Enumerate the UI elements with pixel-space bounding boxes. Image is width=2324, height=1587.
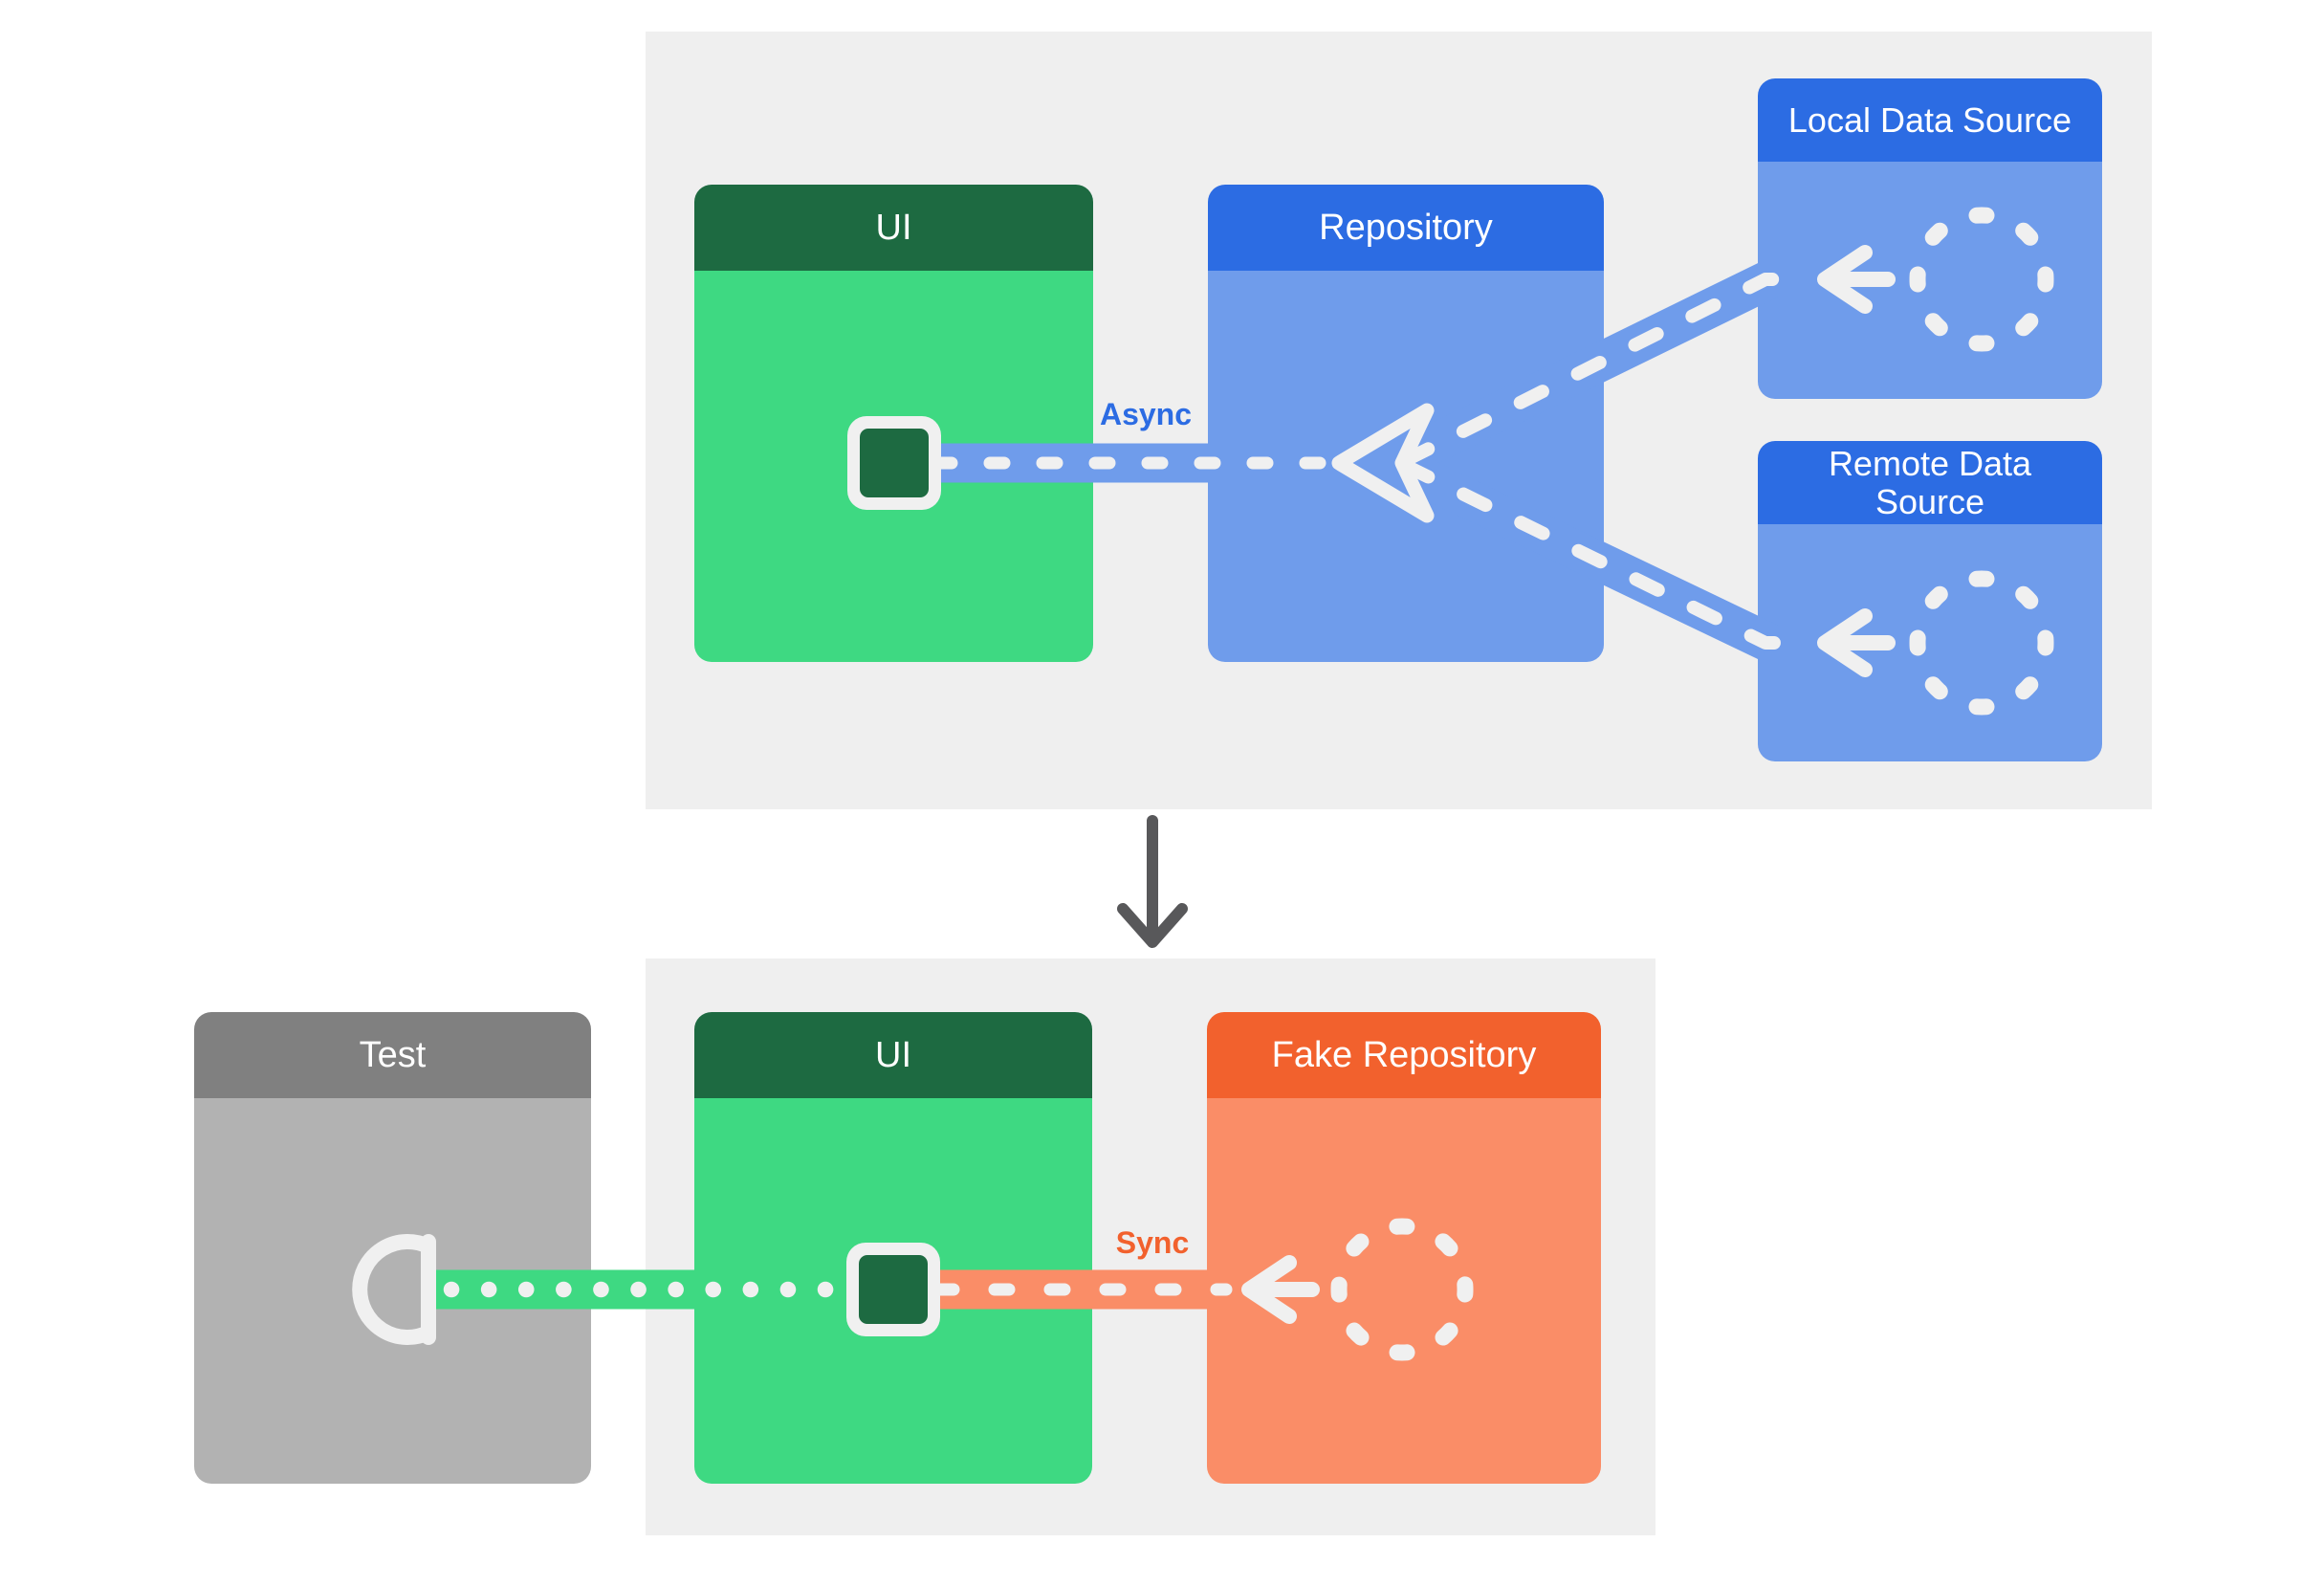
local-data-source-header: Local Data Source [1758, 78, 2102, 162]
ui-box-bottom-header: UI [694, 1012, 1092, 1098]
sync-label: Sync [1115, 1225, 1190, 1260]
remote-data-source-box: Remote Data Source [1758, 441, 2102, 761]
ui-box-top-header: UI [694, 185, 1093, 271]
repository-box: Repository [1208, 185, 1604, 662]
local-data-source-title: Local Data Source [1787, 99, 2072, 140]
ui-box-top-title: UI [875, 208, 912, 248]
ui-box-bottom: UI [694, 1012, 1092, 1484]
fake-repository-body [1207, 1098, 1601, 1484]
remote-data-source-body [1758, 524, 2102, 761]
test-box: Test [194, 1012, 591, 1484]
repository-box-body [1208, 271, 1604, 662]
repository-box-header: Repository [1208, 185, 1604, 271]
fake-repository-title: Fake Repository [1271, 1035, 1537, 1075]
test-box-body [194, 1098, 591, 1484]
ui-box-bottom-body [694, 1098, 1092, 1484]
remote-data-source-header: Remote Data Source [1758, 441, 2102, 524]
ui-box-top-body [694, 271, 1093, 662]
repository-box-title: Repository [1319, 208, 1493, 248]
async-label: Async [1099, 397, 1193, 431]
test-box-header: Test [194, 1012, 591, 1098]
down-arrow-head [1117, 903, 1188, 948]
local-data-source-body [1758, 162, 2102, 399]
local-data-source-box: Local Data Source [1758, 78, 2102, 399]
test-box-title: Test [359, 1035, 427, 1075]
down-arrow-icon [1117, 815, 1188, 948]
fake-repository-box: Fake Repository [1207, 1012, 1601, 1484]
ui-box-top: UI [694, 185, 1093, 662]
ui-box-bottom-title: UI [875, 1035, 911, 1075]
fake-repository-header: Fake Repository [1207, 1012, 1601, 1098]
remote-data-source-title: Remote Data Source [1828, 443, 2032, 521]
